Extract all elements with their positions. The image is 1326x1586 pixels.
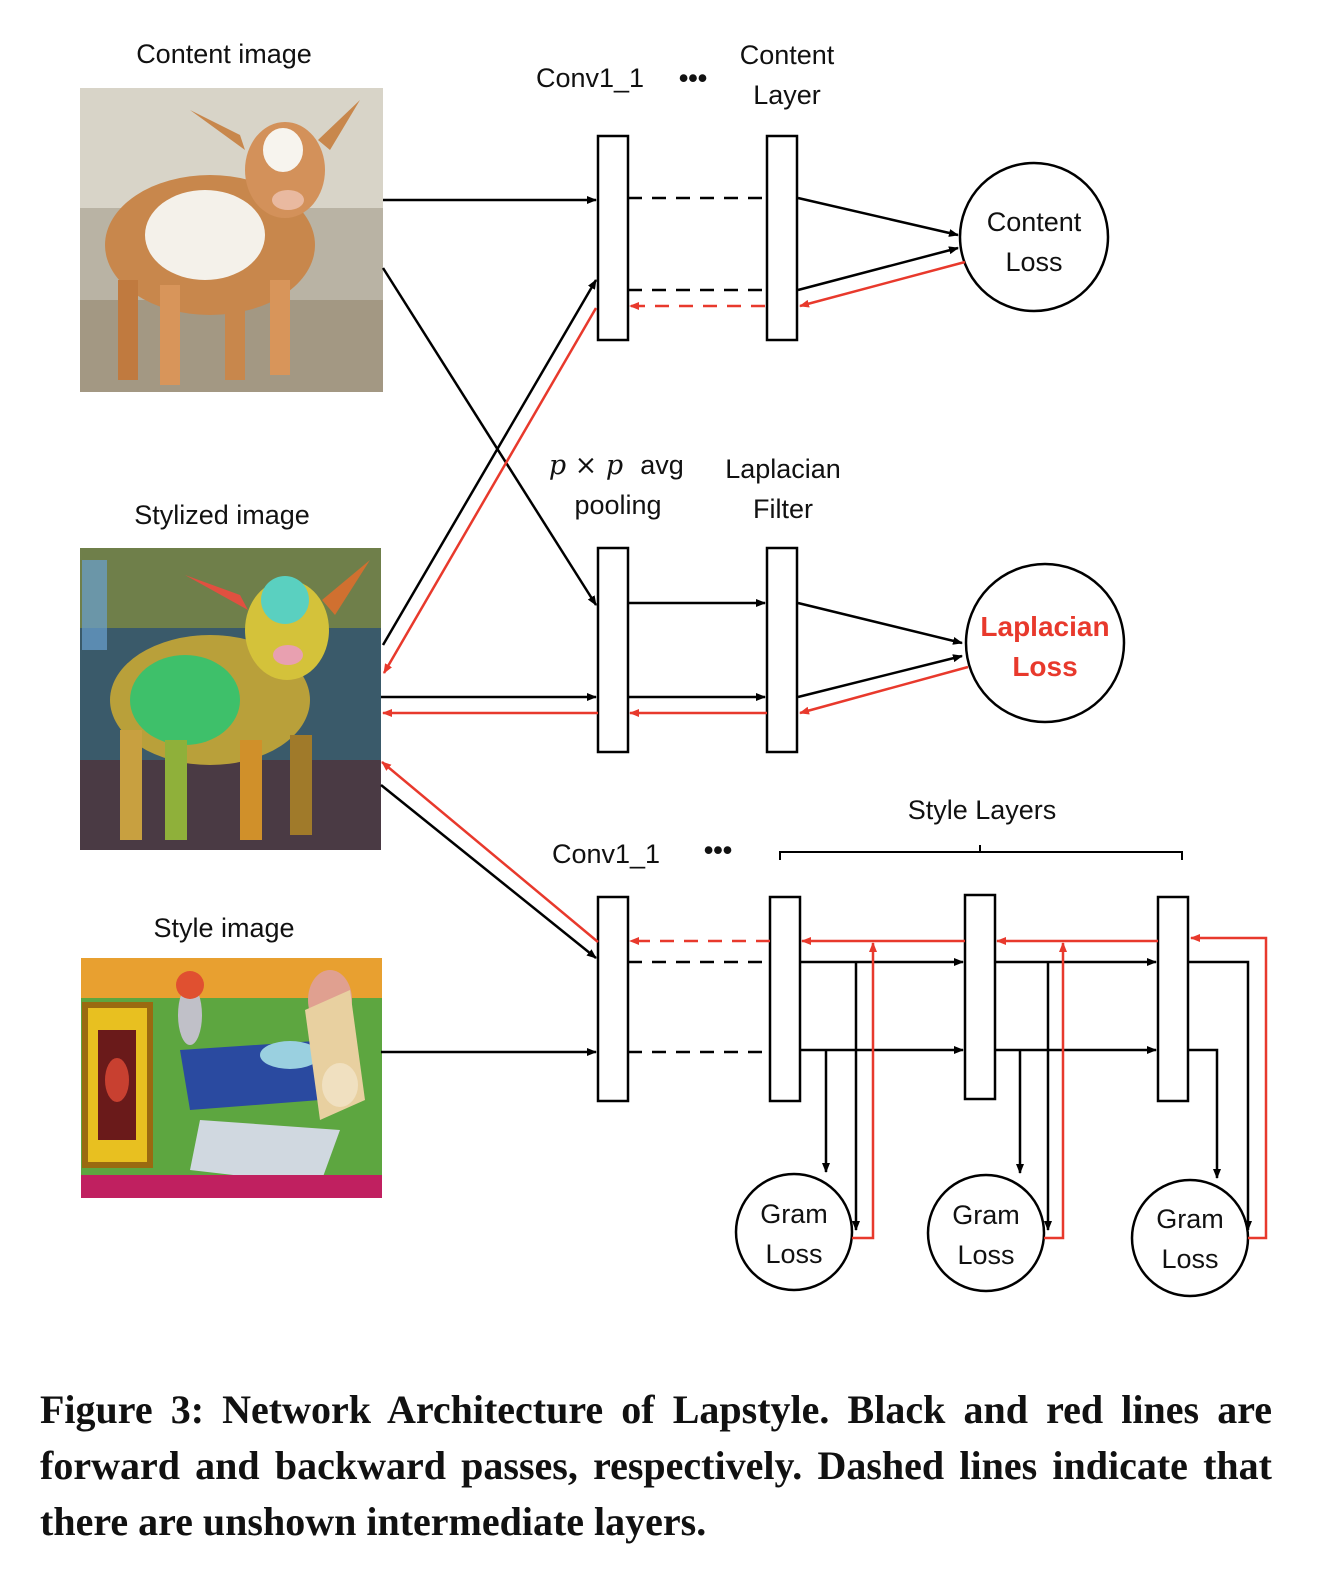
pooling-label-line2: pooling: [574, 490, 661, 520]
gram-loss-1-label-line2: Loss: [765, 1239, 822, 1269]
content-conv1-layer-box: [596, 134, 630, 342]
gram-loss-3-label-line1: Gram: [1156, 1204, 1224, 1234]
style-layers-label: Style Layers: [908, 795, 1057, 825]
gram-loss-node-3: [1130, 1178, 1250, 1298]
figure-caption: Figure 3: Network Architecture of Lapsty…: [40, 1387, 1272, 1544]
style-layer-2-box: [963, 893, 997, 1101]
gram-loss-2-label-line1: Gram: [952, 1200, 1020, 1230]
pooling-label-line1: avg: [640, 450, 684, 480]
gram-loss-2-label-line2: Loss: [957, 1240, 1014, 1270]
laplacian-loss-node: [964, 562, 1126, 724]
content-layer-label-line2: Layer: [753, 80, 821, 110]
pooling-size-math: p × p: [549, 450, 623, 481]
content-image-label: Content image: [136, 39, 312, 69]
gram-loss-node-2: [926, 1173, 1046, 1293]
gram-loss-3-label-line2: Loss: [1161, 1244, 1218, 1274]
content-loss-label-line2: Loss: [1005, 247, 1062, 277]
style-layer-3-box: [1156, 895, 1190, 1103]
laplacian-filter-label-line1: Laplacian: [725, 454, 841, 484]
laplacian-loss-label-line1: Laplacian: [980, 611, 1109, 642]
laplacian-branch-forward-lines: [381, 599, 963, 701]
style-image-label: Style image: [153, 913, 294, 943]
gram-loss-node-1: [734, 1172, 854, 1292]
style-branch-forward-lines: [380, 784, 1252, 1231]
content-branch-forward-lines: [381, 196, 959, 646]
style-branch-backward-lines: [381, 761, 1268, 1240]
laplacian-loss-label-line2: Loss: [1012, 651, 1077, 682]
laplacian-filter-label-line2: Filter: [753, 494, 813, 524]
content-ellipsis-dots: •••: [679, 63, 707, 93]
stylized-image: [80, 548, 381, 850]
content-layer-label-line1: Content: [740, 40, 835, 70]
content-conv1-label: Conv1_1: [536, 63, 644, 93]
content-layer-box: [765, 134, 799, 342]
content-loss-node: [958, 161, 1110, 313]
stylized-image-label: Stylized image: [134, 500, 310, 530]
style-layers-brace: [779, 845, 1183, 860]
content-branch-backward-lines: [382, 260, 966, 674]
gram-loss-1-label-line1: Gram: [760, 1199, 828, 1229]
avg-pooling-layer-box: [596, 546, 630, 754]
style-image: [81, 958, 382, 1198]
laplacian-filter-layer-box: [765, 546, 799, 754]
style-conv1-layer-box: [596, 895, 630, 1103]
style-layer-1-box: [768, 895, 802, 1103]
style-conv1-label: Conv1_1: [552, 839, 660, 869]
content-loss-label-line1: Content: [987, 207, 1082, 237]
laplacian-branch-backward-lines: [382, 665, 969, 717]
style-ellipsis-dots: •••: [704, 835, 732, 865]
content-image: [80, 88, 383, 392]
